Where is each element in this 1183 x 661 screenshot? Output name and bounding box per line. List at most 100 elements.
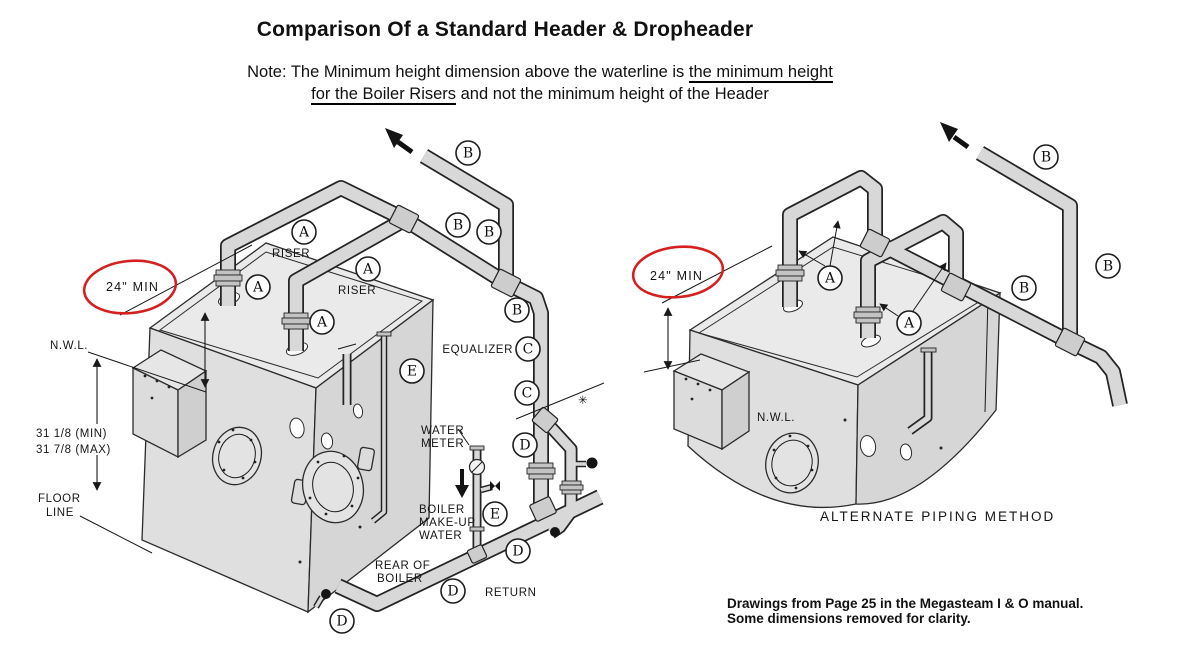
height-max-label: 31 7/8 (MAX) xyxy=(36,444,111,456)
height-min-label: 31 1/8 (MIN) xyxy=(36,428,107,440)
return-pipe xyxy=(335,491,603,611)
svg-text:A: A xyxy=(252,280,264,296)
riser-header-equalizer-pipe xyxy=(221,181,548,509)
svg-text:B: B xyxy=(484,225,494,241)
svg-text:D: D xyxy=(512,544,523,560)
flow-arrow-icon xyxy=(940,122,970,150)
min-dim-leader xyxy=(119,244,253,316)
union-fitting xyxy=(526,462,556,480)
callout-d: D xyxy=(512,432,538,458)
svg-text:D: D xyxy=(336,614,347,630)
dropheader-pipe xyxy=(873,236,1127,407)
rear-of-boiler-label: BOILER xyxy=(377,573,423,585)
svg-text:A: A xyxy=(298,225,310,241)
floor-line-leader xyxy=(79,515,153,554)
svg-text:B: B xyxy=(463,146,473,162)
callout-b: B xyxy=(504,297,530,323)
min-height-label: 24" MIN xyxy=(650,269,703,283)
svg-text:B: B xyxy=(512,303,522,319)
svg-text:A: A xyxy=(824,271,836,287)
callout-leader xyxy=(912,262,947,312)
tee-fitting xyxy=(490,268,522,298)
make-up-label: BOILER xyxy=(419,504,465,516)
callout-b: B xyxy=(445,212,471,238)
left-annotations: 24" MIN N.W.L. RISER RISER EQUALIZER WAT… xyxy=(36,128,605,634)
make-up-tee-fitting xyxy=(466,544,488,564)
svg-text:B: B xyxy=(1103,259,1113,275)
callout-e: E xyxy=(399,358,425,384)
callout-c: C xyxy=(515,336,541,362)
tee-fitting xyxy=(1054,327,1086,357)
callout-d: D xyxy=(440,578,466,604)
callout-leader xyxy=(829,220,841,267)
callout-d: D xyxy=(505,538,531,564)
jacket-seam xyxy=(984,296,989,413)
svg-text:E: E xyxy=(490,507,500,523)
side-plate xyxy=(211,426,263,486)
union-fitting xyxy=(775,264,805,282)
svg-text:A: A xyxy=(316,315,328,331)
callout-c: C xyxy=(514,380,540,406)
callout-leader xyxy=(879,303,899,317)
flow-arrow-icon xyxy=(385,128,414,155)
alternate-method-caption: ALTERNATE PIPING METHOD xyxy=(820,509,1055,524)
svg-text:B: B xyxy=(1019,281,1029,297)
left-diagram: 24" MIN N.W.L. RISER RISER EQUALIZER WAT… xyxy=(36,128,605,634)
left-piping xyxy=(213,149,604,612)
valve-handwheel xyxy=(490,481,500,491)
tee-fitting xyxy=(388,204,420,234)
pipe-band xyxy=(920,347,937,353)
valve-handwheel xyxy=(550,527,560,537)
source-note-line2: Some dimensions removed for clarity. xyxy=(727,611,971,626)
callout-b: B xyxy=(476,219,502,245)
make-up-label: MAKE-UP xyxy=(419,517,476,529)
water-meter-label: METER xyxy=(421,438,464,450)
waterline-label: N.W.L. xyxy=(50,340,88,352)
equalizer-label: EQUALIZER xyxy=(442,344,513,356)
left-boiler xyxy=(131,242,435,614)
water-meter-label: WATER xyxy=(421,425,464,437)
callout-a: A xyxy=(817,265,843,291)
return-tee-fitting xyxy=(529,496,557,522)
tee-fitting xyxy=(940,272,972,302)
jacket-hole xyxy=(289,417,305,439)
callout-a: A xyxy=(355,256,381,282)
callout-a: A xyxy=(245,274,271,300)
down-arrow-icon xyxy=(455,469,469,498)
svg-text:D: D xyxy=(447,584,458,600)
waterline-ref-line xyxy=(643,359,701,373)
drain-stub xyxy=(314,596,324,608)
drain-valve xyxy=(321,589,331,599)
svg-text:A: A xyxy=(903,316,915,332)
floor-line-label: LINE xyxy=(46,507,74,519)
right-piping xyxy=(775,146,1128,435)
pipe-break-line xyxy=(515,382,605,420)
steam-main-pipe xyxy=(976,147,1077,344)
pipe-band xyxy=(469,526,485,532)
callout-b: B xyxy=(1033,144,1059,170)
svg-text:C: C xyxy=(523,342,534,358)
side-plate xyxy=(765,432,819,494)
control-box xyxy=(131,349,208,459)
svg-text:D: D xyxy=(519,438,530,454)
gauge-fitting-pipe xyxy=(908,351,931,434)
union-fitting xyxy=(559,480,584,495)
valve-handwheel xyxy=(586,457,598,469)
note-tail: and not the minimum height of the Header xyxy=(456,85,769,103)
steam-main-pipe xyxy=(420,150,513,286)
pipe-band xyxy=(376,331,392,337)
source-note-line1: Drawings from Page 25 in the Megasteam I… xyxy=(727,596,1084,611)
front-door xyxy=(290,446,375,524)
riser-label: RISER xyxy=(338,285,376,297)
pipe-band xyxy=(469,445,485,451)
callout-leader xyxy=(798,250,826,267)
note-lead: Note: The Minimum height dimension above… xyxy=(247,63,689,81)
waterline-leader xyxy=(87,351,207,393)
waterline-label: N.W.L. xyxy=(757,412,795,424)
callout-a: A xyxy=(309,309,335,335)
union-fitting xyxy=(853,306,883,324)
jacket-hole xyxy=(899,443,913,461)
svg-text:B: B xyxy=(453,218,463,234)
union-fitting xyxy=(281,312,311,330)
